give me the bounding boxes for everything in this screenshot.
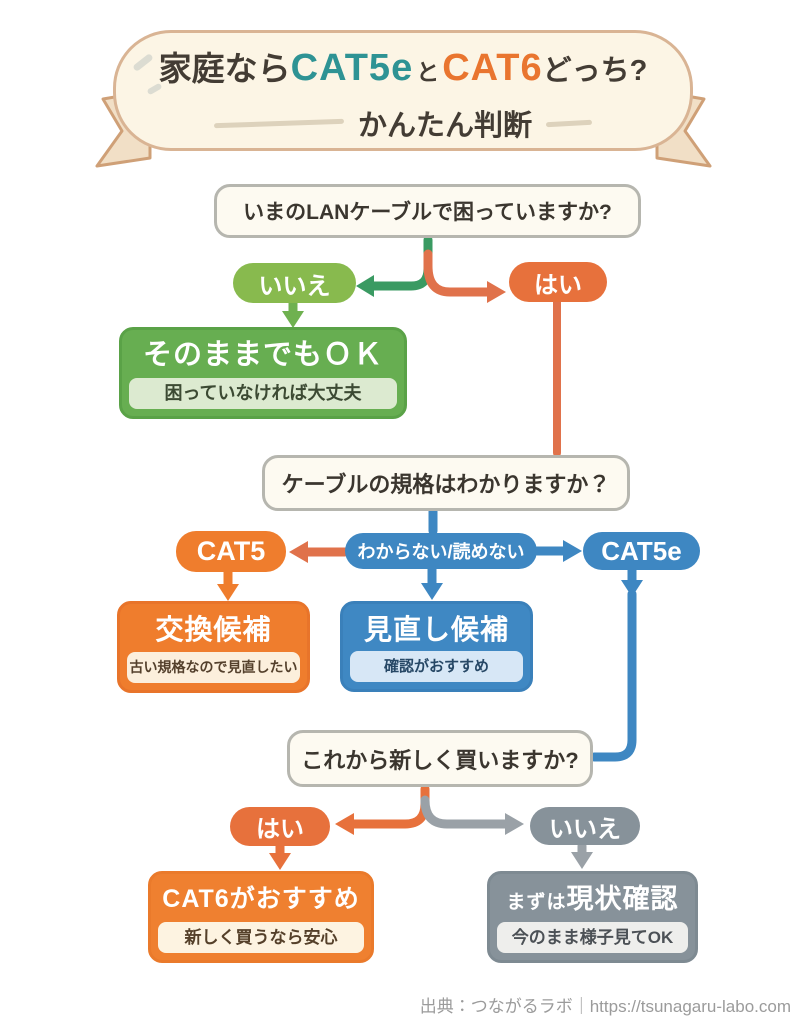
- arrowhead-unknown-to-cat5: [289, 541, 308, 563]
- answer-q1-no-pill: いいえ: [233, 263, 356, 303]
- connector-cat5e-to-q3: [589, 589, 637, 762]
- connector-q1-to-yes: [423, 249, 494, 297]
- connector-q3-to-yes: [347, 784, 430, 829]
- banner-title-cat6: CAT6: [442, 47, 543, 89]
- result-replace-box: 交換候補 古い規格なので見直したい: [117, 601, 310, 693]
- connector-q1-to-no: [367, 235, 433, 291]
- result-review-box: 見直し候補 確認がおすすめ: [340, 601, 533, 692]
- result-check-title-prefix: まずは: [506, 892, 567, 913]
- banner-subtitle: かんたん判断: [357, 110, 532, 142]
- result-ok-box: そのままでもＯＫ 困っていなければ大丈夫: [119, 327, 407, 419]
- arrowhead-q3-to-yes: [335, 813, 354, 835]
- result-check-subtitle: 今のまま様子見てOK: [497, 922, 688, 953]
- result-cat6-box: CAT6がおすすめ 新しく買うなら安心: [148, 871, 374, 963]
- arrowhead-no-to-ok: [282, 311, 304, 328]
- arrowhead-unknown-to-cat5e: [563, 540, 582, 562]
- result-check-box: まずは現状確認 今のまま様子見てOK: [487, 871, 698, 963]
- arrowhead-yes3-to-cat6: [269, 853, 291, 870]
- banner-title-conjunction: と: [416, 59, 440, 85]
- result-review-title: 見直し候補: [363, 614, 509, 645]
- subtitle-decoration-left: [213, 118, 345, 128]
- arrowhead-q1-to-no: [356, 275, 374, 297]
- arrowhead-unknown-to-review: [421, 583, 443, 600]
- source-credit: 出典：つながるラボ｜https://tsunagaru-labo.com: [419, 997, 791, 1016]
- question-3-box: これから新しく買いますか?: [287, 730, 593, 787]
- answer-q2-cat5-pill: CAT5: [176, 531, 286, 572]
- banner-title-cat5e: CAT5e: [290, 47, 414, 89]
- answer-q1-yes-pill: はい: [509, 262, 607, 302]
- connector-q3-to-no: [420, 795, 512, 829]
- arrowhead-no3-to-check: [571, 852, 593, 869]
- arrowhead-q1-to-yes: [487, 281, 506, 303]
- result-check-title: まずは現状確認: [490, 874, 695, 925]
- answer-q2-cat5e-pill: CAT5e: [583, 532, 700, 570]
- answer-q2-unknown-pill: わからない/読めない: [345, 533, 537, 569]
- arrowhead-q3-to-no: [505, 813, 524, 835]
- result-cat6-subtitle: 新しく買うなら安心: [158, 922, 364, 953]
- question-2-box: ケーブルの規格はわかりますか？: [262, 455, 630, 511]
- arrowhead-cat5-to-replace: [217, 584, 239, 601]
- answer-q3-no-pill: いいえ: [530, 807, 640, 845]
- result-ok-title: そのままでもＯＫ: [142, 339, 383, 371]
- result-check-title-main: 現状確認: [566, 884, 679, 914]
- subtitle-decoration-right: [545, 119, 593, 127]
- question-1-box: いまのLANケーブルで困っていますか?: [214, 184, 641, 238]
- answer-q3-yes-pill: はい: [230, 807, 330, 846]
- result-replace-subtitle: 古い規格なので見直したい: [127, 652, 300, 683]
- banner-title-suffix: どっち?: [542, 55, 648, 87]
- result-cat6-title: CAT6がおすすめ: [162, 885, 360, 913]
- result-review-subtitle: 確認がおすすめ: [350, 651, 523, 682]
- result-replace-title: 交換候補: [155, 614, 272, 645]
- banner-subtitle-row: かんたん判断: [116, 102, 690, 144]
- result-ok-subtitle: 困っていなければ大丈夫: [129, 378, 397, 409]
- banner-title-prefix: 家庭なら: [158, 50, 291, 87]
- arrowhead-cat5e-down: [621, 580, 643, 597]
